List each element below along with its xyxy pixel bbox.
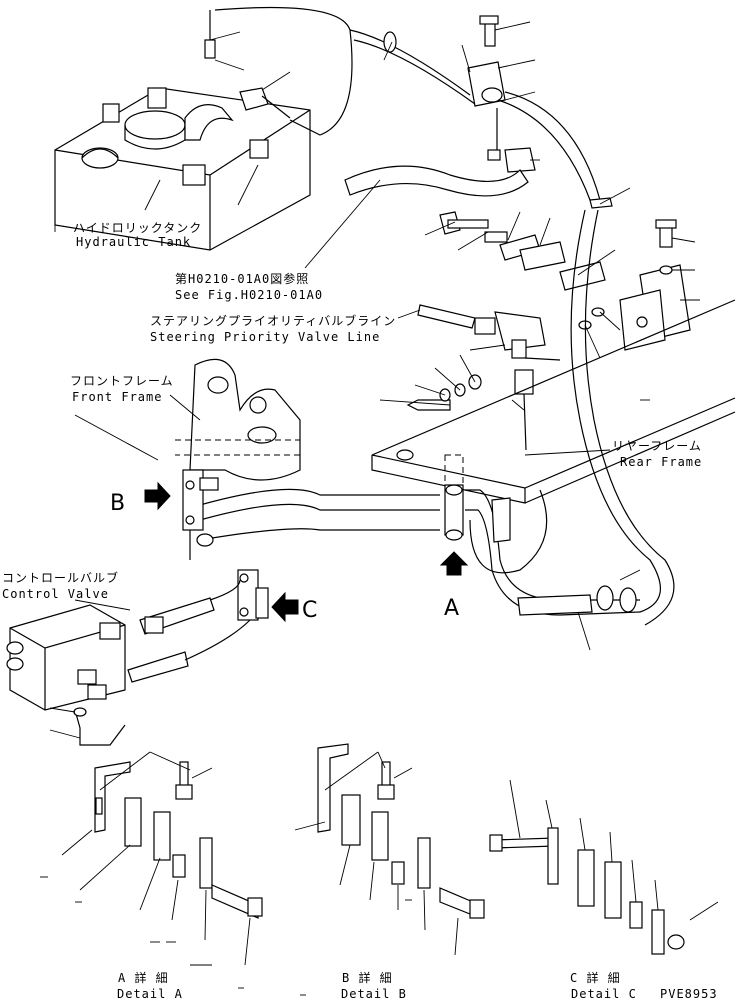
detail-a-label-jp: A 詳 細	[118, 970, 169, 985]
drawing-code: PVE8953	[660, 987, 718, 999]
detail-c-label-jp: C 詳 細	[570, 970, 621, 985]
steering-line-label-en: Steering Priority Valve Line	[150, 330, 380, 344]
rear-frame-label-en: Rear Frame	[620, 455, 702, 469]
detail-c-view	[489, 779, 719, 955]
bolt-washer-set	[406, 369, 534, 451]
control-valve-label-en: Control Valve	[2, 587, 109, 601]
control-valve	[6, 579, 251, 746]
hydraulic-tank	[54, 87, 311, 251]
hydraulic-tank-label-en: Hydraulic Tank	[76, 235, 191, 249]
clamp-group-top	[467, 15, 613, 209]
detail-a-label-en: Detail A	[117, 987, 183, 999]
callout-c: C	[302, 598, 317, 623]
callout-b: B	[110, 491, 125, 516]
rear-frame	[371, 299, 736, 574]
detail-a-view	[61, 751, 263, 966]
hydraulic-tank-label-jp: ハイドロリックタンク	[73, 221, 202, 235]
detail-b-label-en: Detail B	[341, 987, 407, 999]
leader-lines	[49, 21, 700, 739]
detail-c-label-en: Detail C	[571, 987, 637, 999]
front-frame-label-en: Front Frame	[72, 390, 162, 404]
steering-priority-line	[417, 304, 561, 361]
reference-marks	[40, 399, 650, 996]
callout-a: A	[444, 596, 459, 621]
see-fig-label-jp: 第H0210-01A0図参照	[175, 271, 309, 286]
clamp-block-b	[182, 469, 219, 547]
see-fig-label-en: See Fig.H0210-01A0	[175, 288, 323, 302]
clamp-block-a	[444, 454, 464, 541]
tank-return-hose	[204, 6, 476, 136]
right-bracket	[578, 219, 691, 351]
clamp-block-c	[237, 569, 269, 621]
connecting-hose	[344, 165, 529, 197]
steering-line-label-jp: ステアリングプライオリティバルブライン	[150, 313, 396, 328]
hydraulic-pipes	[199, 209, 675, 626]
control-valve-label-jp: コントロールバルブ	[2, 570, 119, 585]
detail-b-label-jp: B 詳 細	[342, 970, 393, 985]
rear-frame-label-jp: リヤーフレーム	[612, 439, 702, 453]
callout-arrows	[144, 481, 469, 623]
center-clamp-set	[439, 211, 606, 291]
front-frame-label-jp: フロントフレーム	[70, 374, 174, 388]
detail-b-view	[294, 743, 485, 956]
